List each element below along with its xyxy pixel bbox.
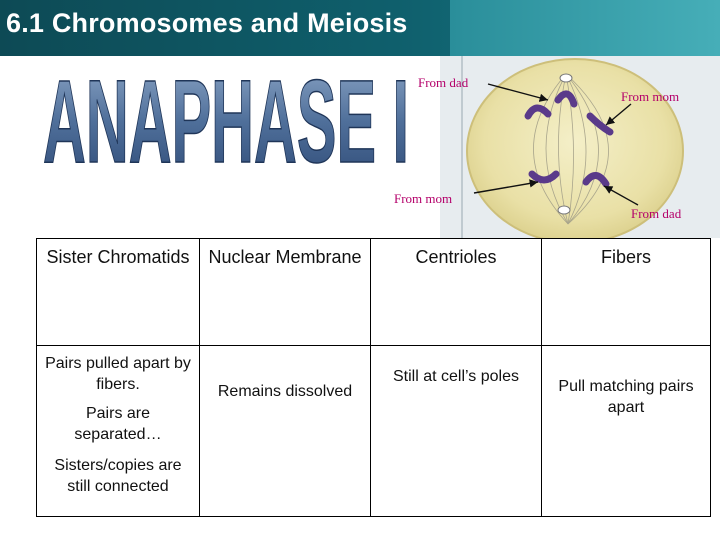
chromosomes xyxy=(524,90,614,188)
sister-chromatids-line-2: Pairs are separated… xyxy=(74,405,162,443)
label-from-mom-top: From mom xyxy=(621,89,680,104)
anaphase-banner-art: ANAPHASE I xyxy=(42,58,410,170)
header-nuclear-membrane: Nuclear Membrane xyxy=(199,238,371,346)
page-title: 6.1 Chromosomes and Meiosis xyxy=(6,8,408,38)
label-from-mom-bottom: From mom xyxy=(394,191,453,206)
centrioles-text: Still at cell’s poles xyxy=(393,368,519,385)
table-header-row: Sister Chromatids Nuclear Membrane Centr… xyxy=(36,238,711,346)
table-row: Pairs pulled apart by fibers. Pairs are … xyxy=(36,345,711,517)
anaphase-banner: ANAPHASE I xyxy=(40,58,412,170)
centrioles xyxy=(557,73,573,215)
fibers-text: Pull matching pairs apart xyxy=(558,378,694,416)
sister-chromatids-line-1: Pairs pulled apart by fibers. xyxy=(45,355,191,393)
cell-centrioles: Still at cell’s poles xyxy=(370,345,542,517)
header-accent-strip xyxy=(450,0,720,56)
anaphase-banner-text: ANAPHASE I xyxy=(43,58,409,170)
cell-sister-chromatids: Pairs pulled apart by fibers. Pairs are … xyxy=(36,345,200,517)
label-from-dad-bottom: From dad xyxy=(631,206,682,221)
anaphase-table: Sister Chromatids Nuclear Membrane Centr… xyxy=(36,238,711,517)
header-fibers: Fibers xyxy=(541,238,711,346)
header-centrioles: Centrioles xyxy=(370,238,542,346)
nuclear-membrane-text: Remains dissolved xyxy=(217,383,353,400)
header-sister-chromatids: Sister Chromatids xyxy=(36,238,200,346)
cell-fibers: Pull matching pairs apart xyxy=(541,345,711,517)
label-from-dad-top: From dad xyxy=(418,75,469,90)
cell-nuclear-membrane: Remains dissolved xyxy=(199,345,371,517)
sister-chromatids-line-3: Sisters/copies are still connected xyxy=(54,457,182,495)
